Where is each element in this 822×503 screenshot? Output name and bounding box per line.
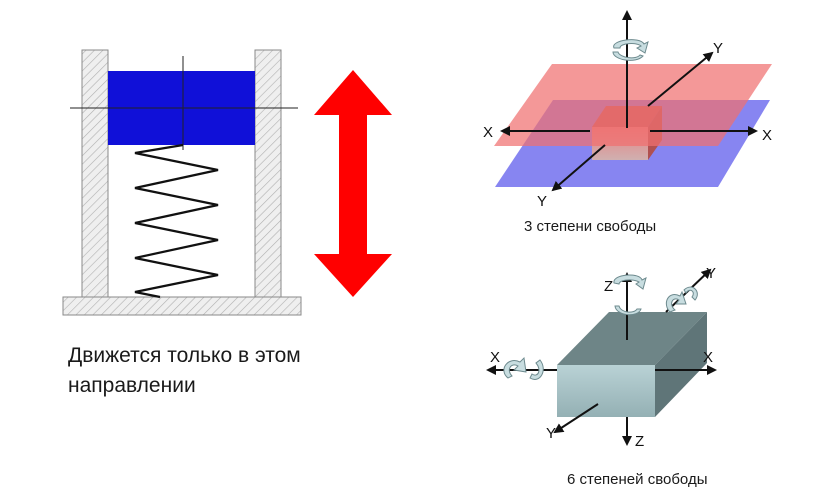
top-plane (494, 64, 772, 146)
spring-mass-diagram (62, 49, 392, 316)
axis-label-x-left: X (490, 349, 500, 366)
axis-label-y-top: Y (713, 40, 723, 57)
axis-label-x-left: X (483, 124, 493, 141)
axis-label-z-bottom: Z (635, 433, 644, 450)
axis-label-x-right: X (703, 349, 713, 366)
axis-label-y-bottom: Y (537, 193, 547, 210)
base-plate (62, 296, 302, 316)
motion-caption: Движется только в этом направлении (68, 341, 398, 401)
box-side-face (655, 312, 707, 417)
axis-y-down-arrow (551, 144, 606, 192)
right-wall (254, 49, 282, 298)
rotation-x-icon (503, 356, 544, 380)
box-top-face (557, 312, 707, 365)
left-wall (81, 49, 109, 298)
spring (134, 143, 219, 299)
motion-caption-line2: направлении (68, 374, 196, 397)
axis-label-x-right: X (762, 127, 772, 144)
axis-y-down-arrow (553, 403, 599, 434)
axis-label-z-top: Z (604, 278, 613, 295)
three-dof-caption: 3 степени свободы (524, 218, 657, 235)
axis-label-y-bottom: Y (546, 425, 556, 442)
axis-y-up-arrow (647, 51, 714, 107)
rotation-z-icon (613, 274, 647, 316)
rotation-y-icon (665, 286, 698, 313)
axis-label-y-top: Y (706, 265, 716, 282)
motion-direction-arrow (314, 70, 392, 297)
three-dof-diagram: X X Y Y (483, 10, 772, 210)
rotation-arrow-icon (612, 39, 649, 61)
six-dof-caption: 6 степеней свободы (567, 471, 708, 488)
box-front-face (557, 365, 655, 417)
six-dof-diagram: Z Z X X Y Y (486, 265, 717, 450)
motion-caption-line1: Движется только в этом (68, 344, 301, 367)
